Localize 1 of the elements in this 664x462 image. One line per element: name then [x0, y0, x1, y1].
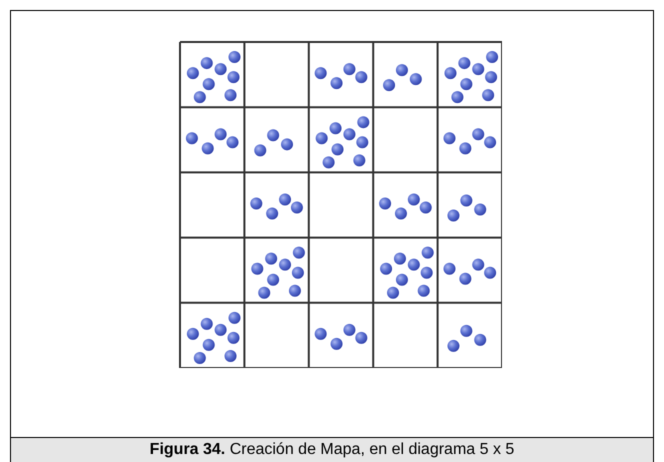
figure-caption: Figura 34. Creación de Mapa, en el diagrama 5 x 5 — [150, 440, 514, 460]
